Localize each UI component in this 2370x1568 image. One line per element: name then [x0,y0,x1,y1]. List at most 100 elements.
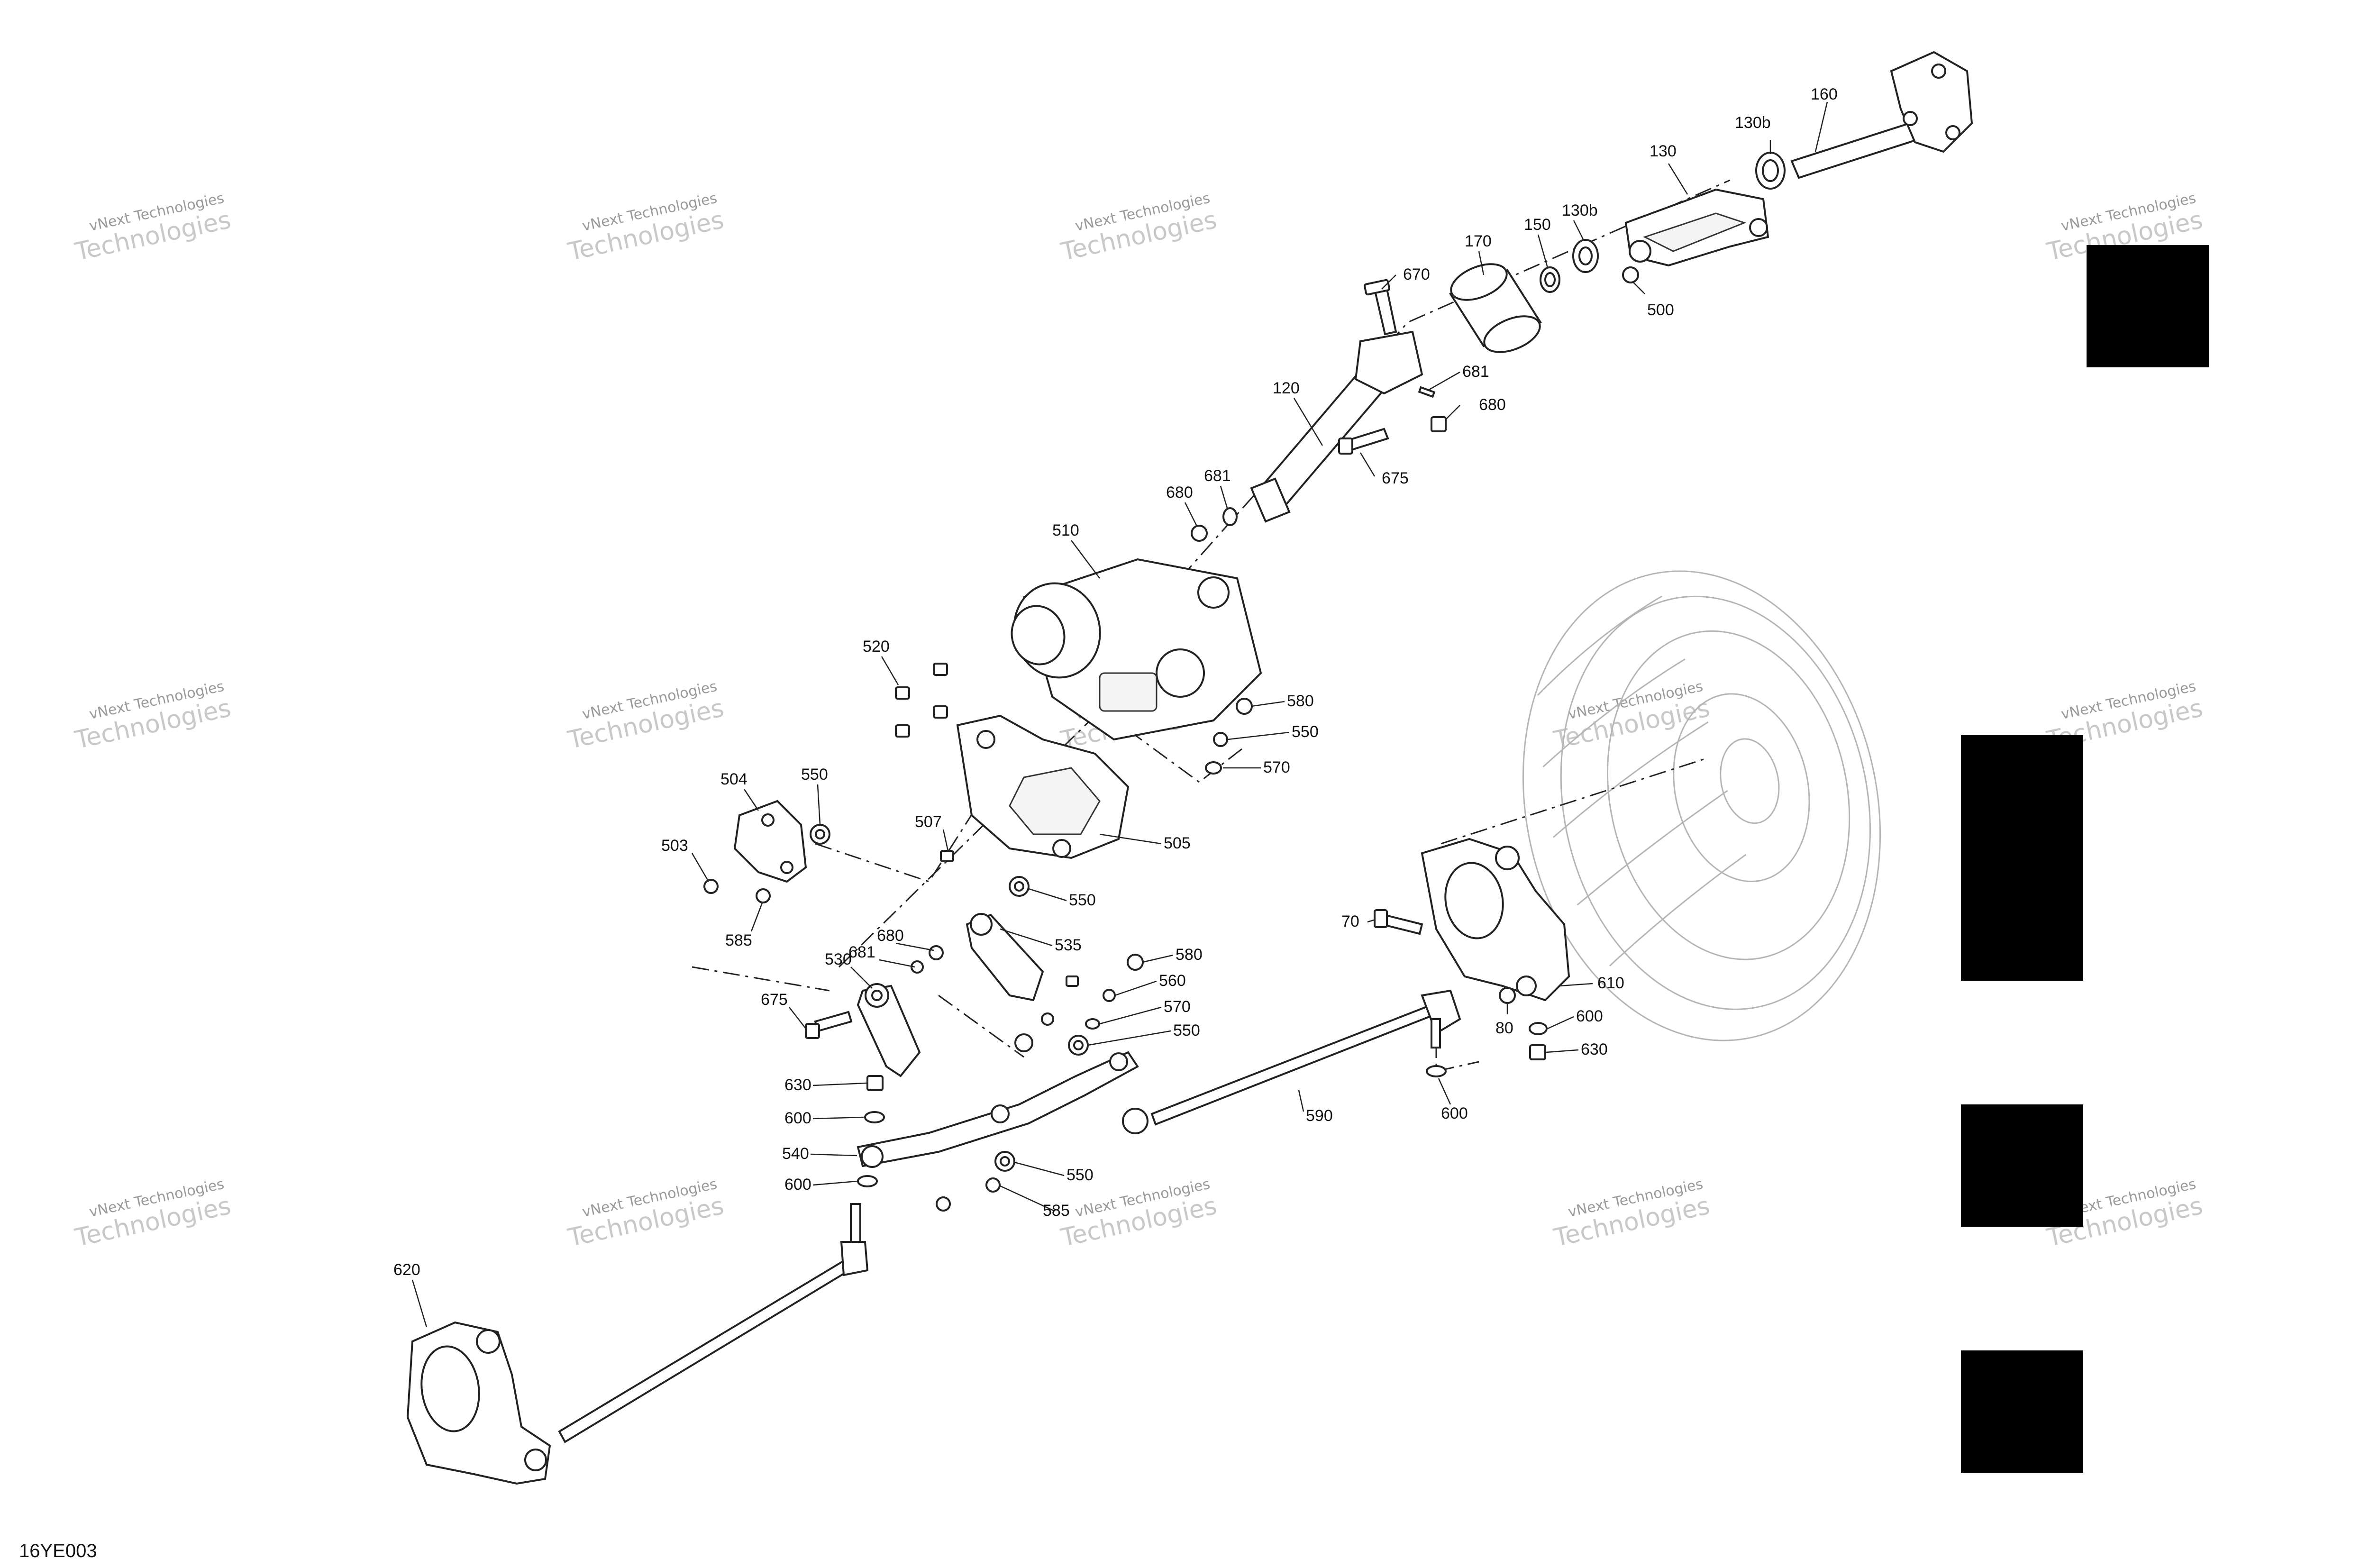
callout-550-mid: 550 [1069,891,1096,909]
callout-510: 510 [1052,521,1079,539]
callout-600-left-a: 600 [784,1109,811,1127]
nut-630-left [866,1075,884,1091]
nut-560 [1103,989,1116,1002]
callout-630-right: 630 [1581,1040,1608,1058]
callout-680-upper: 680 [1479,396,1506,414]
nut-550-bottom [994,1151,1015,1172]
callout-540: 540 [782,1145,809,1163]
bracket-130 [1624,188,1769,267]
nut-550-low [1068,1035,1089,1056]
callout-507: 507 [915,813,942,831]
nut-630-right [1529,1044,1546,1060]
nut-680-mid [1191,525,1208,542]
washer-681-mid [1222,507,1238,526]
callout-160: 160 [1811,85,1838,103]
callout-labels: 160 130b 130 130b 150 170 670 500 681 68… [393,85,1838,1279]
callout-504: 504 [720,770,747,788]
callout-535: 535 [1055,936,1082,954]
washer-681-low [911,960,924,974]
intermediate-shaft-120 [1250,330,1423,523]
bolt-500 [1622,266,1639,283]
steering-knuckle-620 [406,1321,551,1485]
callout-580-upper: 580 [1287,692,1314,710]
callout-150: 150 [1524,216,1551,234]
bolts-520 [895,663,948,738]
callout-610: 610 [1597,974,1624,992]
washer-600-left-b [857,1175,878,1187]
callout-503: 503 [661,837,688,855]
callout-170: 170 [1465,232,1492,250]
callout-70: 70 [1341,912,1359,930]
callout-530: 530 [825,950,852,968]
bolt-675-upper [1338,428,1389,455]
tie-rod-lower [558,1203,869,1443]
callout-620: 620 [393,1261,420,1279]
power-steering-unit-510 [1011,558,1262,741]
oring-570-low [1085,1018,1100,1030]
bolts-misc-center [1014,975,1079,1052]
callout-630-left: 630 [784,1076,811,1094]
leader-lines [411,101,1828,1328]
callout-120: 120 [1273,379,1300,397]
center-link-540 [857,1051,1139,1168]
callout-580-low: 580 [1176,946,1203,964]
nut-680-upper [1431,416,1447,432]
nut-550-upper-right [1213,732,1228,747]
redaction-block-2 [1961,735,2083,981]
oring-570-upper [1205,761,1222,775]
callout-80: 80 [1495,1019,1513,1037]
callout-600-right-b: 600 [1441,1104,1468,1122]
bushing-130b-top [1755,152,1786,190]
bolt-670 [1364,279,1397,336]
redaction-block-1 [2087,245,2209,367]
pitman-arm-535 [966,913,1044,1002]
tie-rod-590 [1122,989,1461,1134]
callout-681-low: 681 [848,943,875,961]
nut-680-low [929,945,944,960]
washer-600-right-a [1529,1022,1548,1035]
callout-550-upper-right: 550 [1292,723,1319,741]
callout-670: 670 [1403,265,1430,283]
reference-code: 16YE003 [19,1541,97,1561]
bracket-504 [733,800,807,883]
callout-570-low: 570 [1164,998,1191,1016]
nut-80 [1499,987,1516,1004]
nut-585-bottom [985,1177,1001,1193]
wheel-tire [1522,570,1881,1041]
callout-505: 505 [1164,834,1191,852]
nut-misc-bottom [936,1196,951,1212]
nut-550-mid [1009,876,1030,897]
callout-600-right-a: 600 [1576,1007,1603,1025]
callout-550-low: 550 [1173,1021,1200,1039]
washer-150 [1540,266,1560,293]
redaction-blocks [1961,245,2209,1473]
washer-600-right-b [1426,1065,1447,1077]
washer-681-upper [1418,386,1436,398]
callout-675-upper: 675 [1382,469,1409,487]
callout-680-mid: 680 [1166,483,1193,501]
callout-585-bottom: 585 [1043,1202,1070,1220]
bolt-580-low [1127,954,1144,971]
bolt-580-upper [1236,698,1253,715]
callout-570-upper: 570 [1263,758,1290,776]
steering-shaft-160 [1790,51,1973,179]
washer-600-left-a [864,1111,885,1123]
bushing-130b-mid [1572,239,1599,273]
nut-585-left [756,888,771,903]
bolt-507 [940,850,954,862]
callout-560: 560 [1159,972,1186,990]
callout-520: 520 [863,638,890,656]
callout-130b-mid: 130b [1562,201,1598,219]
bolt-503 [703,879,719,894]
redaction-block-3 [1961,1104,2083,1227]
